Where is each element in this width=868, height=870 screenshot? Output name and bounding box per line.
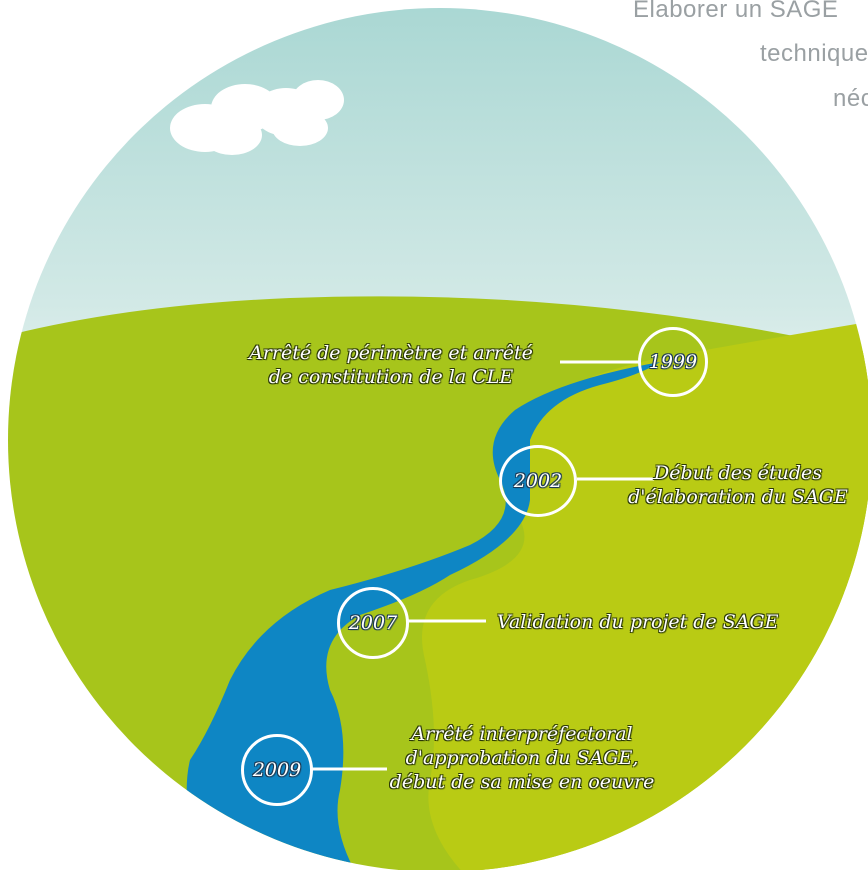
intro-text-line2: technique <box>760 40 868 67</box>
year-badge-2002: 2002 <box>499 445 577 517</box>
milestone-label-1999: Arrêté de périmètre et arrêté de constit… <box>222 341 560 389</box>
connector-lines <box>312 360 654 771</box>
year-2002: 2002 <box>513 470 563 492</box>
year-badge-1999: 1999 <box>638 327 708 397</box>
year-2009: 2009 <box>252 759 302 781</box>
year-badge-2009: 2009 <box>241 734 313 806</box>
milestone-2009-line1: Arrêté interpréfectoral <box>411 723 633 745</box>
intro-text-line3: néc <box>833 85 868 112</box>
milestone-2009-line3: début de sa mise en oeuvre <box>389 771 655 793</box>
year-badge-2007: 2007 <box>337 587 409 659</box>
milestone-2002-line1: Début des études <box>653 462 823 484</box>
milestone-1999-line1: Arrêté de périmètre et arrêté <box>249 342 533 364</box>
milestone-label-2009: Arrêté interpréfectoral d'approbation du… <box>372 722 672 794</box>
year-1999: 1999 <box>648 351 698 373</box>
year-2007: 2007 <box>348 612 398 634</box>
milestone-2009-line2: d'approbation du SAGE, <box>405 747 639 769</box>
milestone-2007-line1: Validation du projet de SAGE <box>497 611 779 633</box>
milestone-2002-line2: d'élaboration du SAGE <box>628 486 848 508</box>
cloud-icon <box>170 80 344 155</box>
intro-text-line1: Élaborer un SAGE <box>633 0 839 23</box>
milestone-label-2007: Validation du projet de SAGE <box>497 610 779 634</box>
milestone-1999-line2: de constitution de la CLE <box>268 366 514 388</box>
milestone-label-2002: Début des études d'élaboration du SAGE <box>611 461 865 509</box>
